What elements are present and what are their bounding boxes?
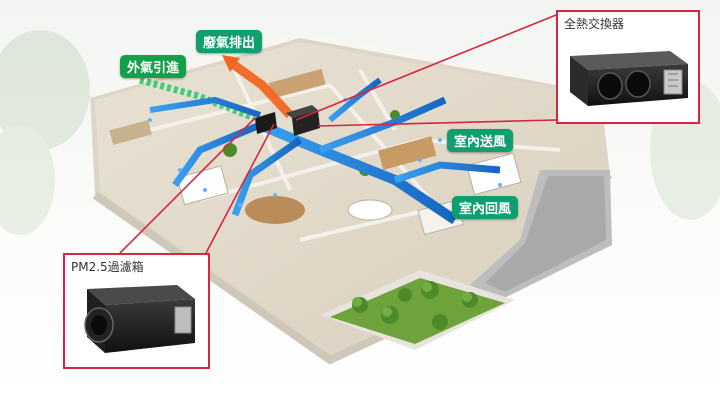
- heat-exchanger-title: 全熱交換器: [564, 17, 625, 31]
- terrace-floor: [485, 176, 606, 292]
- indoor-supply-label: 室內送風: [447, 129, 514, 152]
- exhaust-arrow: [222, 55, 240, 72]
- courtyard: [320, 270, 515, 350]
- callout-leaders: [119, 14, 557, 254]
- exhaust-label: 廢氣排出: [196, 30, 263, 53]
- furniture: [109, 68, 522, 236]
- indoor-return-label: 室內回風: [452, 196, 519, 219]
- outdoor-intake-label: 外氣引進: [120, 55, 187, 78]
- heat-exchanger-unit: [286, 105, 320, 136]
- pm25-filter-title: PM2.5過濾箱: [71, 260, 144, 274]
- heat-exchanger-callout: 全熱交換器: [556, 10, 700, 124]
- pm25-filter-callout: PM2.5過濾箱: [63, 253, 210, 369]
- duct-network: [139, 55, 502, 225]
- heat-exchanger-image: [570, 51, 688, 106]
- pm25-filter-image: [84, 285, 195, 353]
